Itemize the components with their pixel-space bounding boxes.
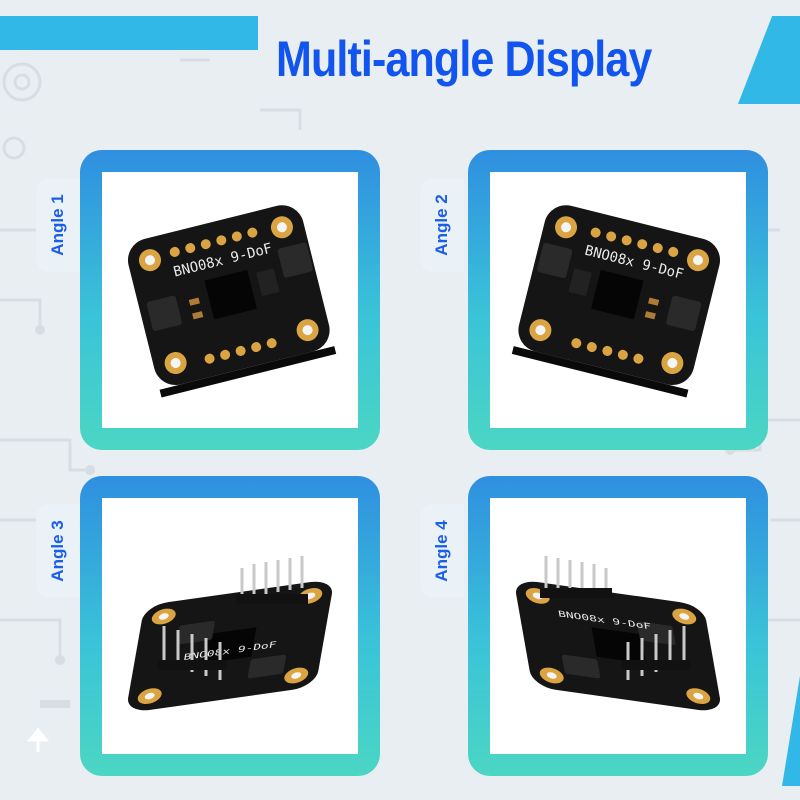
header-plastic-4 bbox=[540, 588, 690, 670]
angle-label-1: Angle 1 bbox=[48, 194, 67, 256]
angle-label-4: Angle 4 bbox=[432, 520, 451, 582]
header-plastic-3 bbox=[158, 594, 308, 670]
angle-panel-3: BNO08x 9-DoF bbox=[80, 476, 380, 776]
angle-panel-2: BNO08x 9-DoF bbox=[468, 150, 768, 450]
page-title: Multi-angle Display bbox=[276, 31, 652, 87]
header-accent-bar bbox=[0, 16, 258, 50]
product-photo-1: BNO08x 9-DoF bbox=[102, 172, 358, 428]
angle-tab-4: Angle 4 bbox=[420, 504, 464, 598]
angle-label-3: Angle 3 bbox=[48, 520, 67, 582]
angle-label-2: Angle 2 bbox=[432, 194, 451, 256]
product-photo-4: BNO08x 9-DoF bbox=[490, 498, 746, 754]
sensor-board-image-1: BNO08x 9-DoF bbox=[127, 205, 337, 398]
angle-panel-4: BNO08x 9-DoF bbox=[468, 476, 768, 776]
sensor-board-image-3: BNO08x 9-DoF bbox=[127, 556, 333, 711]
product-photo-3: BNO08x 9-DoF bbox=[102, 498, 358, 754]
sensor-board-image-2: BNO08x 9-DoF bbox=[511, 205, 721, 398]
angle-tab-1: Angle 1 bbox=[36, 178, 80, 272]
product-photo-2: BNO08x 9-DoF bbox=[490, 172, 746, 428]
sensor-board-image-4: BNO08x 9-DoF bbox=[515, 556, 721, 711]
angle-tab-2: Angle 2 bbox=[420, 178, 464, 272]
angle-tab-3: Angle 3 bbox=[36, 504, 80, 598]
angle-panel-1: BNO08x 9-DoF bbox=[80, 150, 380, 450]
